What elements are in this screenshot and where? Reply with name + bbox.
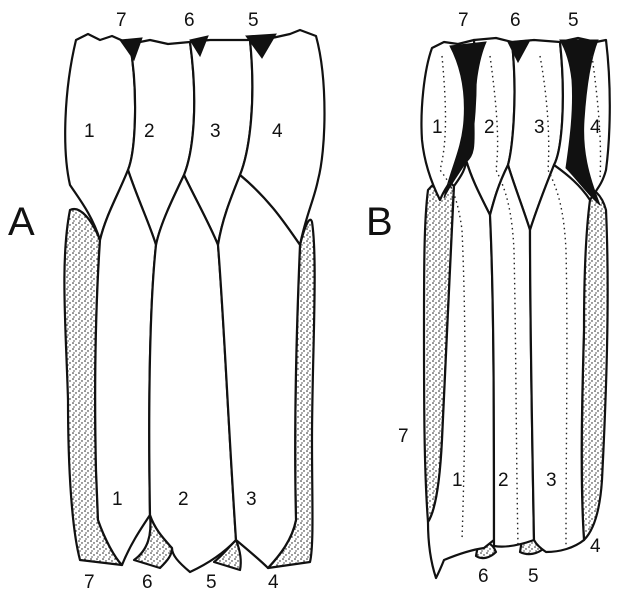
panel-a-lower-label-3: 3 [246, 489, 257, 510]
panel-b: B 7 6 5 1 2 3 4 1 2 3 7 4 6 5 [366, 10, 610, 587]
panel-b-upper-label-2: 2 [484, 117, 495, 138]
panel-b-lower-cell-2 [490, 165, 534, 547]
panel-a-lower-cell-1 [95, 170, 156, 565]
panel-b-lower-cell-3 [530, 165, 590, 552]
panel-a-bottom-label-5: 5 [206, 572, 217, 593]
panel-b-top-label-6: 6 [510, 10, 521, 31]
panel-b-top-label-5: 5 [568, 10, 579, 31]
panel-a-top-label-5: 5 [248, 10, 259, 31]
panel-a-lower-label-2: 2 [178, 489, 189, 510]
panel-b-bottom-label-6: 6 [478, 566, 489, 587]
panel-a-bottom-label-6: 6 [142, 572, 153, 593]
panel-a-bottom-label-4: 4 [268, 572, 279, 593]
panel-b-lower-label-2: 2 [498, 470, 509, 491]
panel-b-upper-label-4: 4 [590, 117, 601, 138]
panel-b-upper-label-1: 1 [432, 117, 443, 138]
panel-a-lower-label-1: 1 [112, 489, 123, 510]
panel-a: A 7 6 5 1 2 3 4 1 2 3 7 6 5 4 [8, 10, 325, 593]
panel-b-side-label-7: 7 [398, 426, 409, 447]
panel-b-letter: B [366, 200, 393, 244]
panel-b-bottom-label-5: 5 [528, 566, 539, 587]
panel-a-upper-label-3: 3 [210, 121, 221, 142]
panel-a-top-label-7: 7 [116, 10, 127, 31]
panel-a-letter: A [8, 200, 35, 244]
panel-a-bottom-label-7: 7 [84, 572, 95, 593]
panel-b-lower-label-1: 1 [452, 470, 463, 491]
panel-a-top-label-6: 6 [184, 10, 195, 31]
panel-a-upper-label-4: 4 [272, 121, 283, 142]
panel-b-top-label-7: 7 [458, 10, 469, 31]
panel-b-lower-label-3: 3 [546, 470, 557, 491]
panel-a-upper-label-1: 1 [84, 121, 95, 142]
panel-b-side-label-4: 4 [590, 536, 601, 557]
panel-a-upper-label-2: 2 [144, 121, 155, 142]
panel-b-upper-label-3: 3 [534, 117, 545, 138]
